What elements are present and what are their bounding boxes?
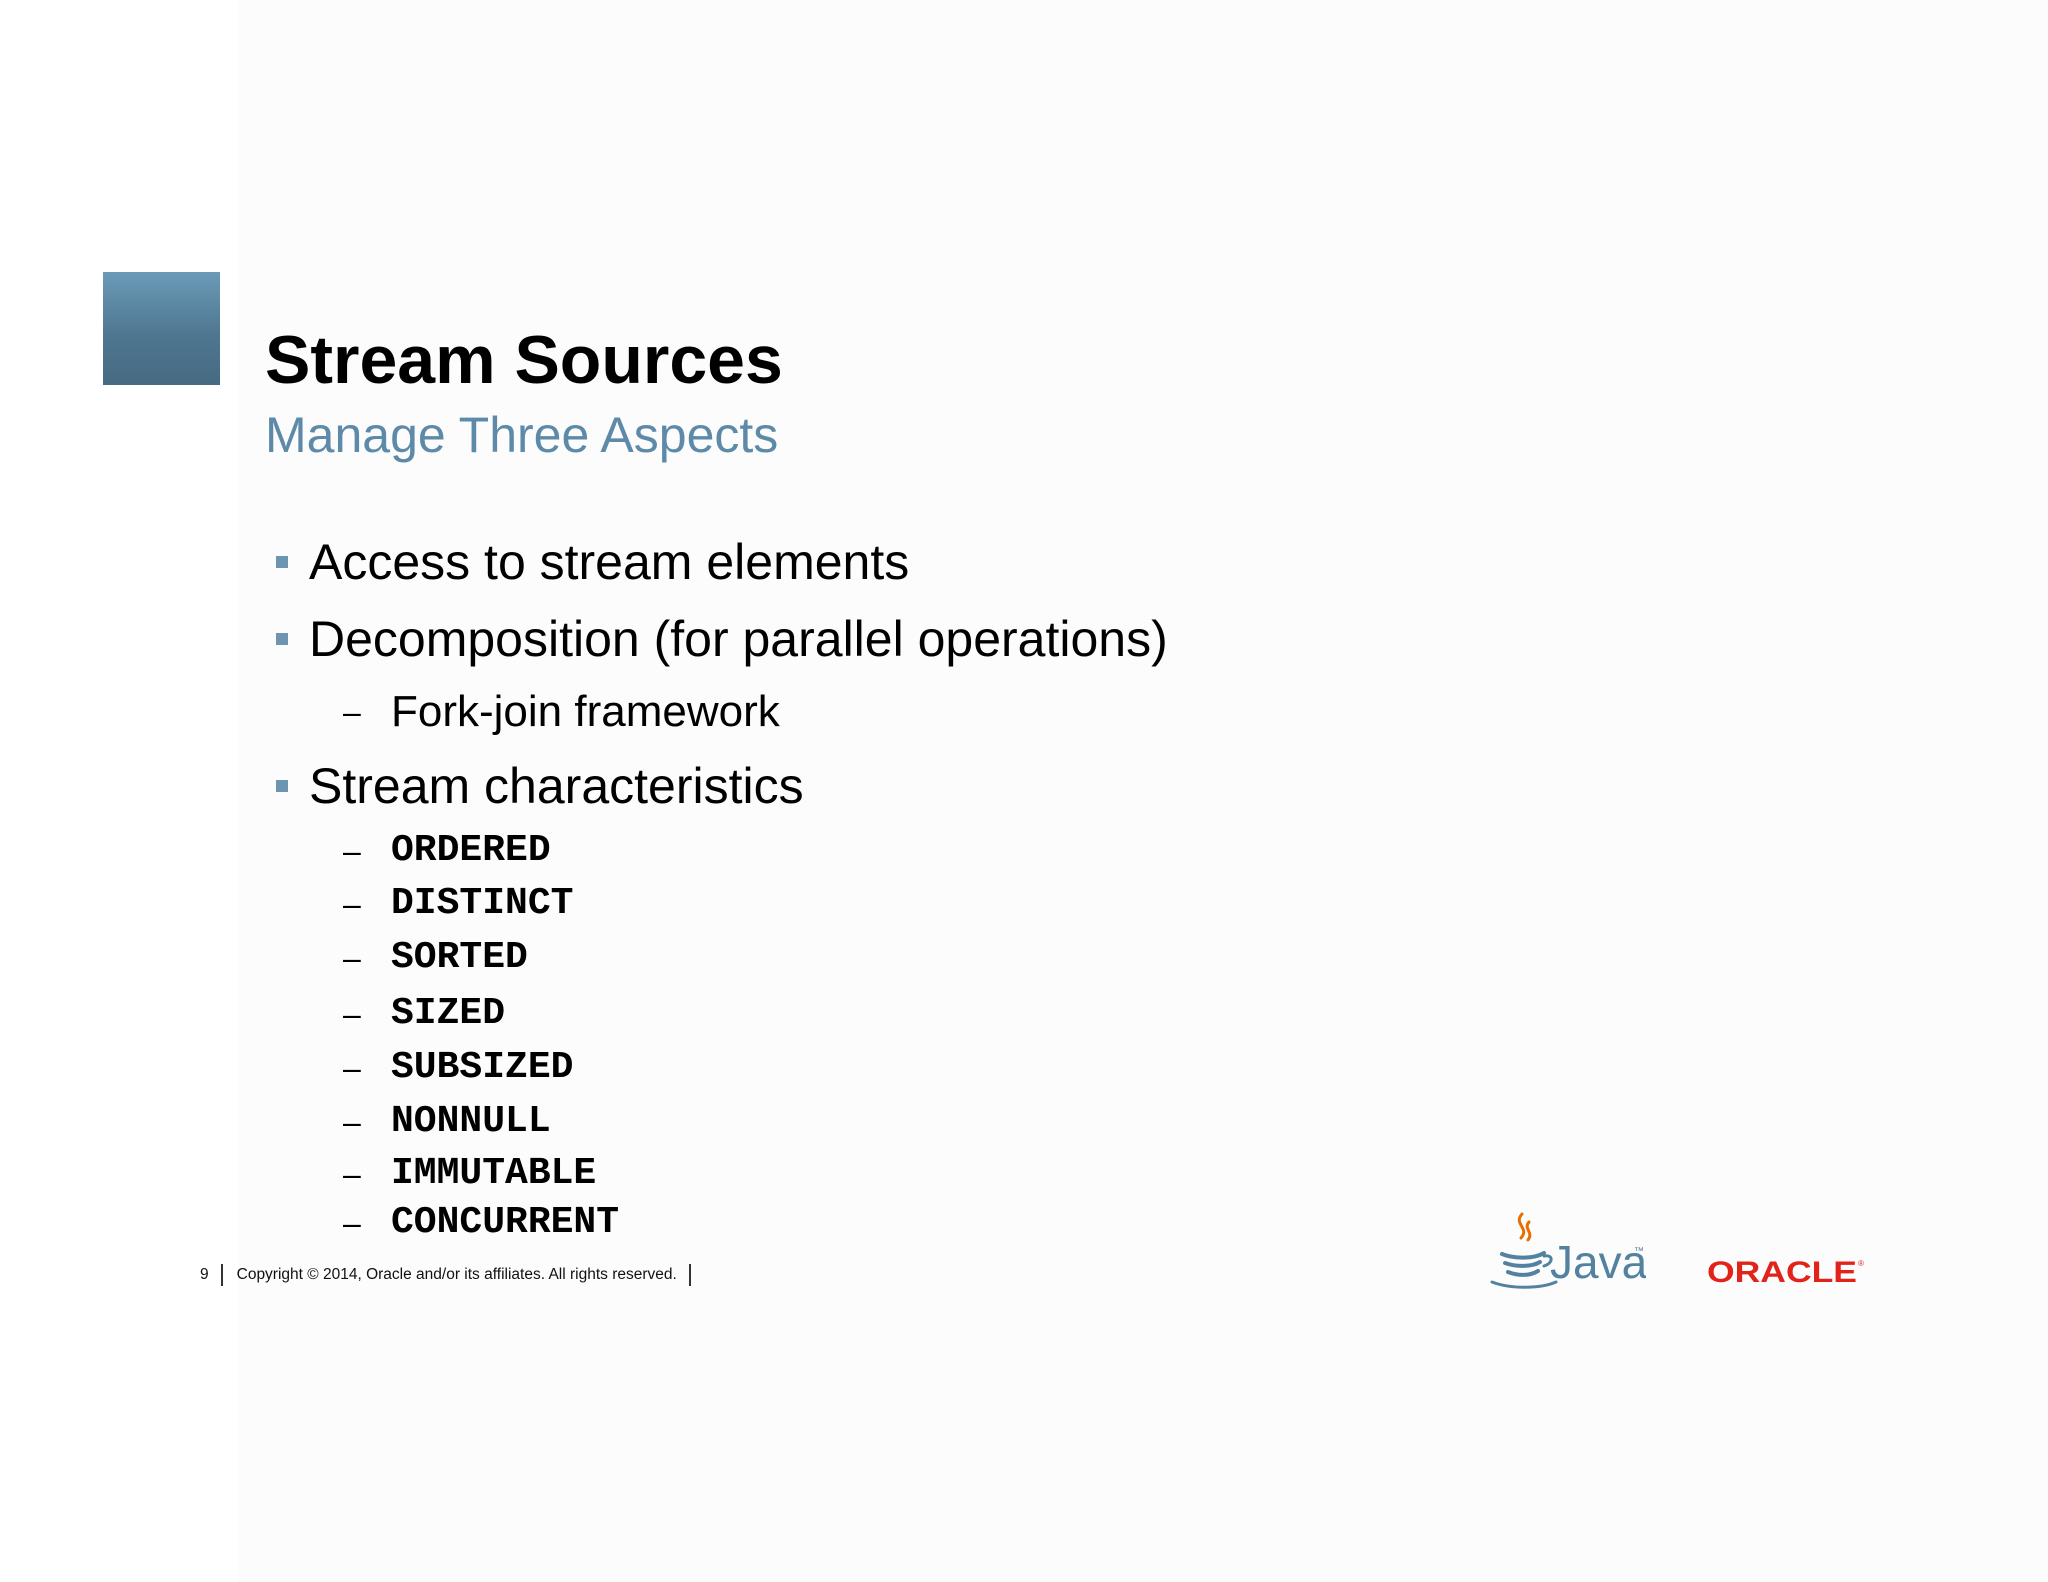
characteristic-code: SIZED [391, 992, 506, 1035]
characteristic-code: SORTED [391, 936, 528, 979]
slide-subtitle: Manage Three Aspects [265, 407, 779, 463]
characteristic-item: – CONCURRENT [343, 1197, 619, 1249]
characteristic-code: DISTINCT [391, 882, 574, 925]
characteristic-item: – SIZED [343, 988, 505, 1040]
oracle-wordmark: ORACLE [1707, 1256, 1857, 1286]
characteristic-item: – ORDERED [343, 825, 551, 877]
characteristic-code: SUBSIZED [391, 1046, 574, 1089]
dash-marker: – [343, 1050, 361, 1086]
bullet-text: Stream characteristics [309, 758, 804, 814]
bullet-item: Decomposition (for parallel operations) [276, 609, 1168, 669]
bullet-square-icon [276, 556, 288, 568]
slide-footer: 9 Copyright © 2014, Oracle and/or its af… [200, 1262, 691, 1288]
characteristic-item: – SORTED [343, 932, 528, 984]
dash-marker: – [343, 1205, 361, 1241]
oracle-registered-mark: ® [1858, 1259, 1864, 1268]
dash-marker: – [343, 996, 361, 1032]
dash-marker: – [343, 886, 361, 922]
bullet-text: Decomposition (for parallel operations) [309, 611, 1168, 667]
bullet-item: Stream characteristics [276, 756, 804, 816]
slide-background [238, 0, 2048, 1582]
sub-bullet-text: Fork-join framework [391, 687, 780, 736]
dash-marker: – [343, 833, 361, 869]
characteristic-item: – NONNULL [343, 1096, 551, 1148]
dash-marker: – [343, 694, 361, 730]
dash-marker: – [343, 940, 361, 976]
slide-title: Stream Sources [265, 322, 783, 398]
java-wordmark: Java [1550, 1236, 1646, 1288]
java-cup-logo-icon: Java ™ [1490, 1212, 1646, 1289]
footer-divider [688, 1264, 691, 1286]
characteristic-code: ORDERED [391, 829, 551, 872]
page-number: 9 [200, 1266, 209, 1283]
bullet-square-icon [276, 633, 288, 645]
dash-marker: – [343, 1156, 361, 1192]
characteristic-code: NONNULL [391, 1100, 551, 1143]
bullet-square-icon [276, 780, 288, 792]
characteristic-code: IMMUTABLE [391, 1152, 597, 1195]
java-trademark: ™ [1634, 1246, 1644, 1257]
copyright-text: Copyright © 2014, Oracle and/or its affi… [236, 1266, 677, 1283]
characteristic-item: – SUBSIZED [343, 1042, 573, 1094]
sub-bullet-item: – Fork-join framework [343, 686, 780, 738]
footer-divider [220, 1264, 223, 1286]
title-marker-square [103, 272, 220, 385]
bullet-text: Access to stream elements [309, 534, 910, 590]
characteristic-item: – IMMUTABLE [343, 1148, 596, 1200]
characteristic-code: CONCURRENT [391, 1201, 620, 1244]
bullet-item: Access to stream elements [276, 532, 909, 592]
characteristic-item: – DISTINCT [343, 878, 573, 930]
oracle-logo-icon: ORACLE ® [1707, 1256, 1864, 1286]
dash-marker: – [343, 1104, 361, 1140]
